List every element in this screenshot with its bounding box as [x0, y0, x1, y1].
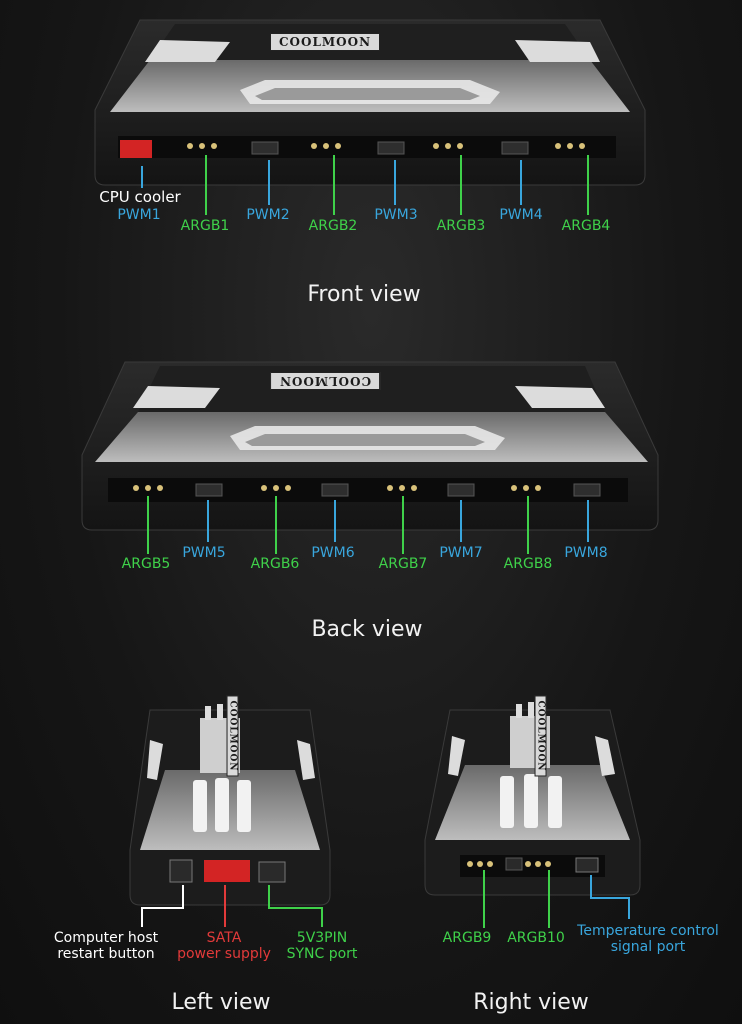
label-pwm1: PWM1 — [117, 207, 161, 223]
line-argb2 — [333, 155, 335, 215]
left-brand-logo: COOLMOON — [226, 695, 239, 777]
label-temperature-port: Temperature control signal port — [577, 923, 719, 955]
line-sata — [224, 885, 226, 927]
label-argb8: ARGB8 — [503, 556, 553, 572]
line-restart-v — [141, 907, 143, 927]
line-pwm2 — [268, 160, 270, 205]
label-sync-port: 5V3PIN SYNC port — [287, 930, 358, 962]
line-pwm3 — [394, 160, 396, 205]
label-pwm2: PWM2 — [246, 207, 290, 223]
line-argb5 — [147, 496, 149, 554]
front-brand-logo: COOLMOON — [270, 33, 381, 51]
line-sync-v — [321, 907, 323, 927]
title-front-view: Front view — [307, 282, 421, 307]
right-view-device — [410, 700, 660, 900]
label-argb3: ARGB3 — [436, 218, 486, 234]
right-brand-logo: COOLMOON — [534, 695, 547, 777]
line-argb10 — [548, 870, 550, 928]
front-hub-illustration — [94, 19, 646, 186]
line-argb8 — [527, 496, 529, 554]
right-hub-illustration — [424, 702, 641, 896]
label-argb5: ARGB5 — [121, 556, 171, 572]
line-argb9 — [483, 870, 485, 928]
front-view-device — [0, 0, 742, 200]
back-view-device — [0, 350, 742, 540]
line-sync-h — [268, 907, 323, 909]
title-left-view: Left view — [171, 990, 271, 1015]
label-temp-line2: signal port — [610, 939, 686, 955]
line-temp-h — [590, 897, 630, 899]
label-sata-line2: power supply — [177, 946, 271, 962]
label-argb7: ARGB7 — [378, 556, 428, 572]
title-back-view: Back view — [311, 617, 423, 642]
line-argb7 — [402, 496, 404, 554]
label-pwm8: PWM8 — [564, 545, 608, 561]
line-temp — [590, 875, 592, 897]
label-argb9: ARGB9 — [442, 930, 492, 946]
line-pwm4 — [520, 160, 522, 205]
label-restart-line2: restart button — [57, 946, 155, 962]
label-restart-button: Computer host restart button — [54, 930, 158, 962]
label-argb6: ARGB6 — [250, 556, 300, 572]
line-pwm5 — [207, 500, 209, 542]
title-right-view: Right view — [473, 990, 589, 1015]
left-hub-illustration — [129, 704, 331, 906]
label-sync-line1: 5V3PIN — [296, 930, 348, 946]
label-argb10: ARGB10 — [507, 930, 565, 946]
label-cpu-cooler: CPU cooler — [99, 188, 181, 206]
back-brand-logo: COOLMOON — [270, 372, 381, 390]
left-view-device — [105, 700, 355, 910]
label-pwm4: PWM4 — [499, 207, 543, 223]
label-argb4: ARGB4 — [561, 218, 611, 234]
line-temp-v — [628, 897, 630, 919]
label-argb2: ARGB2 — [308, 218, 358, 234]
label-temp-line1: Temperature control — [577, 923, 719, 939]
line-argb6 — [275, 496, 277, 554]
label-sata-line1: SATA — [206, 930, 242, 946]
line-pwm6 — [334, 500, 336, 542]
label-restart-line1: Computer host — [53, 930, 159, 946]
label-argb1: ARGB1 — [180, 218, 230, 234]
label-pwm6: PWM6 — [311, 545, 355, 561]
label-sync-line2: SYNC port — [286, 946, 358, 962]
label-pwm5: PWM5 — [182, 545, 226, 561]
line-restart — [182, 885, 184, 907]
line-pwm1 — [141, 166, 143, 188]
label-sata-power: SATA power supply — [177, 930, 271, 962]
line-pwm8 — [587, 500, 589, 542]
line-restart-h — [141, 907, 184, 909]
label-pwm3: PWM3 — [374, 207, 418, 223]
line-argb1 — [205, 155, 207, 215]
back-hub-illustration — [81, 361, 659, 531]
line-pwm7 — [460, 500, 462, 542]
line-sync — [268, 885, 270, 907]
line-argb3 — [460, 155, 462, 215]
line-argb4 — [587, 155, 589, 215]
label-pwm7: PWM7 — [439, 545, 483, 561]
